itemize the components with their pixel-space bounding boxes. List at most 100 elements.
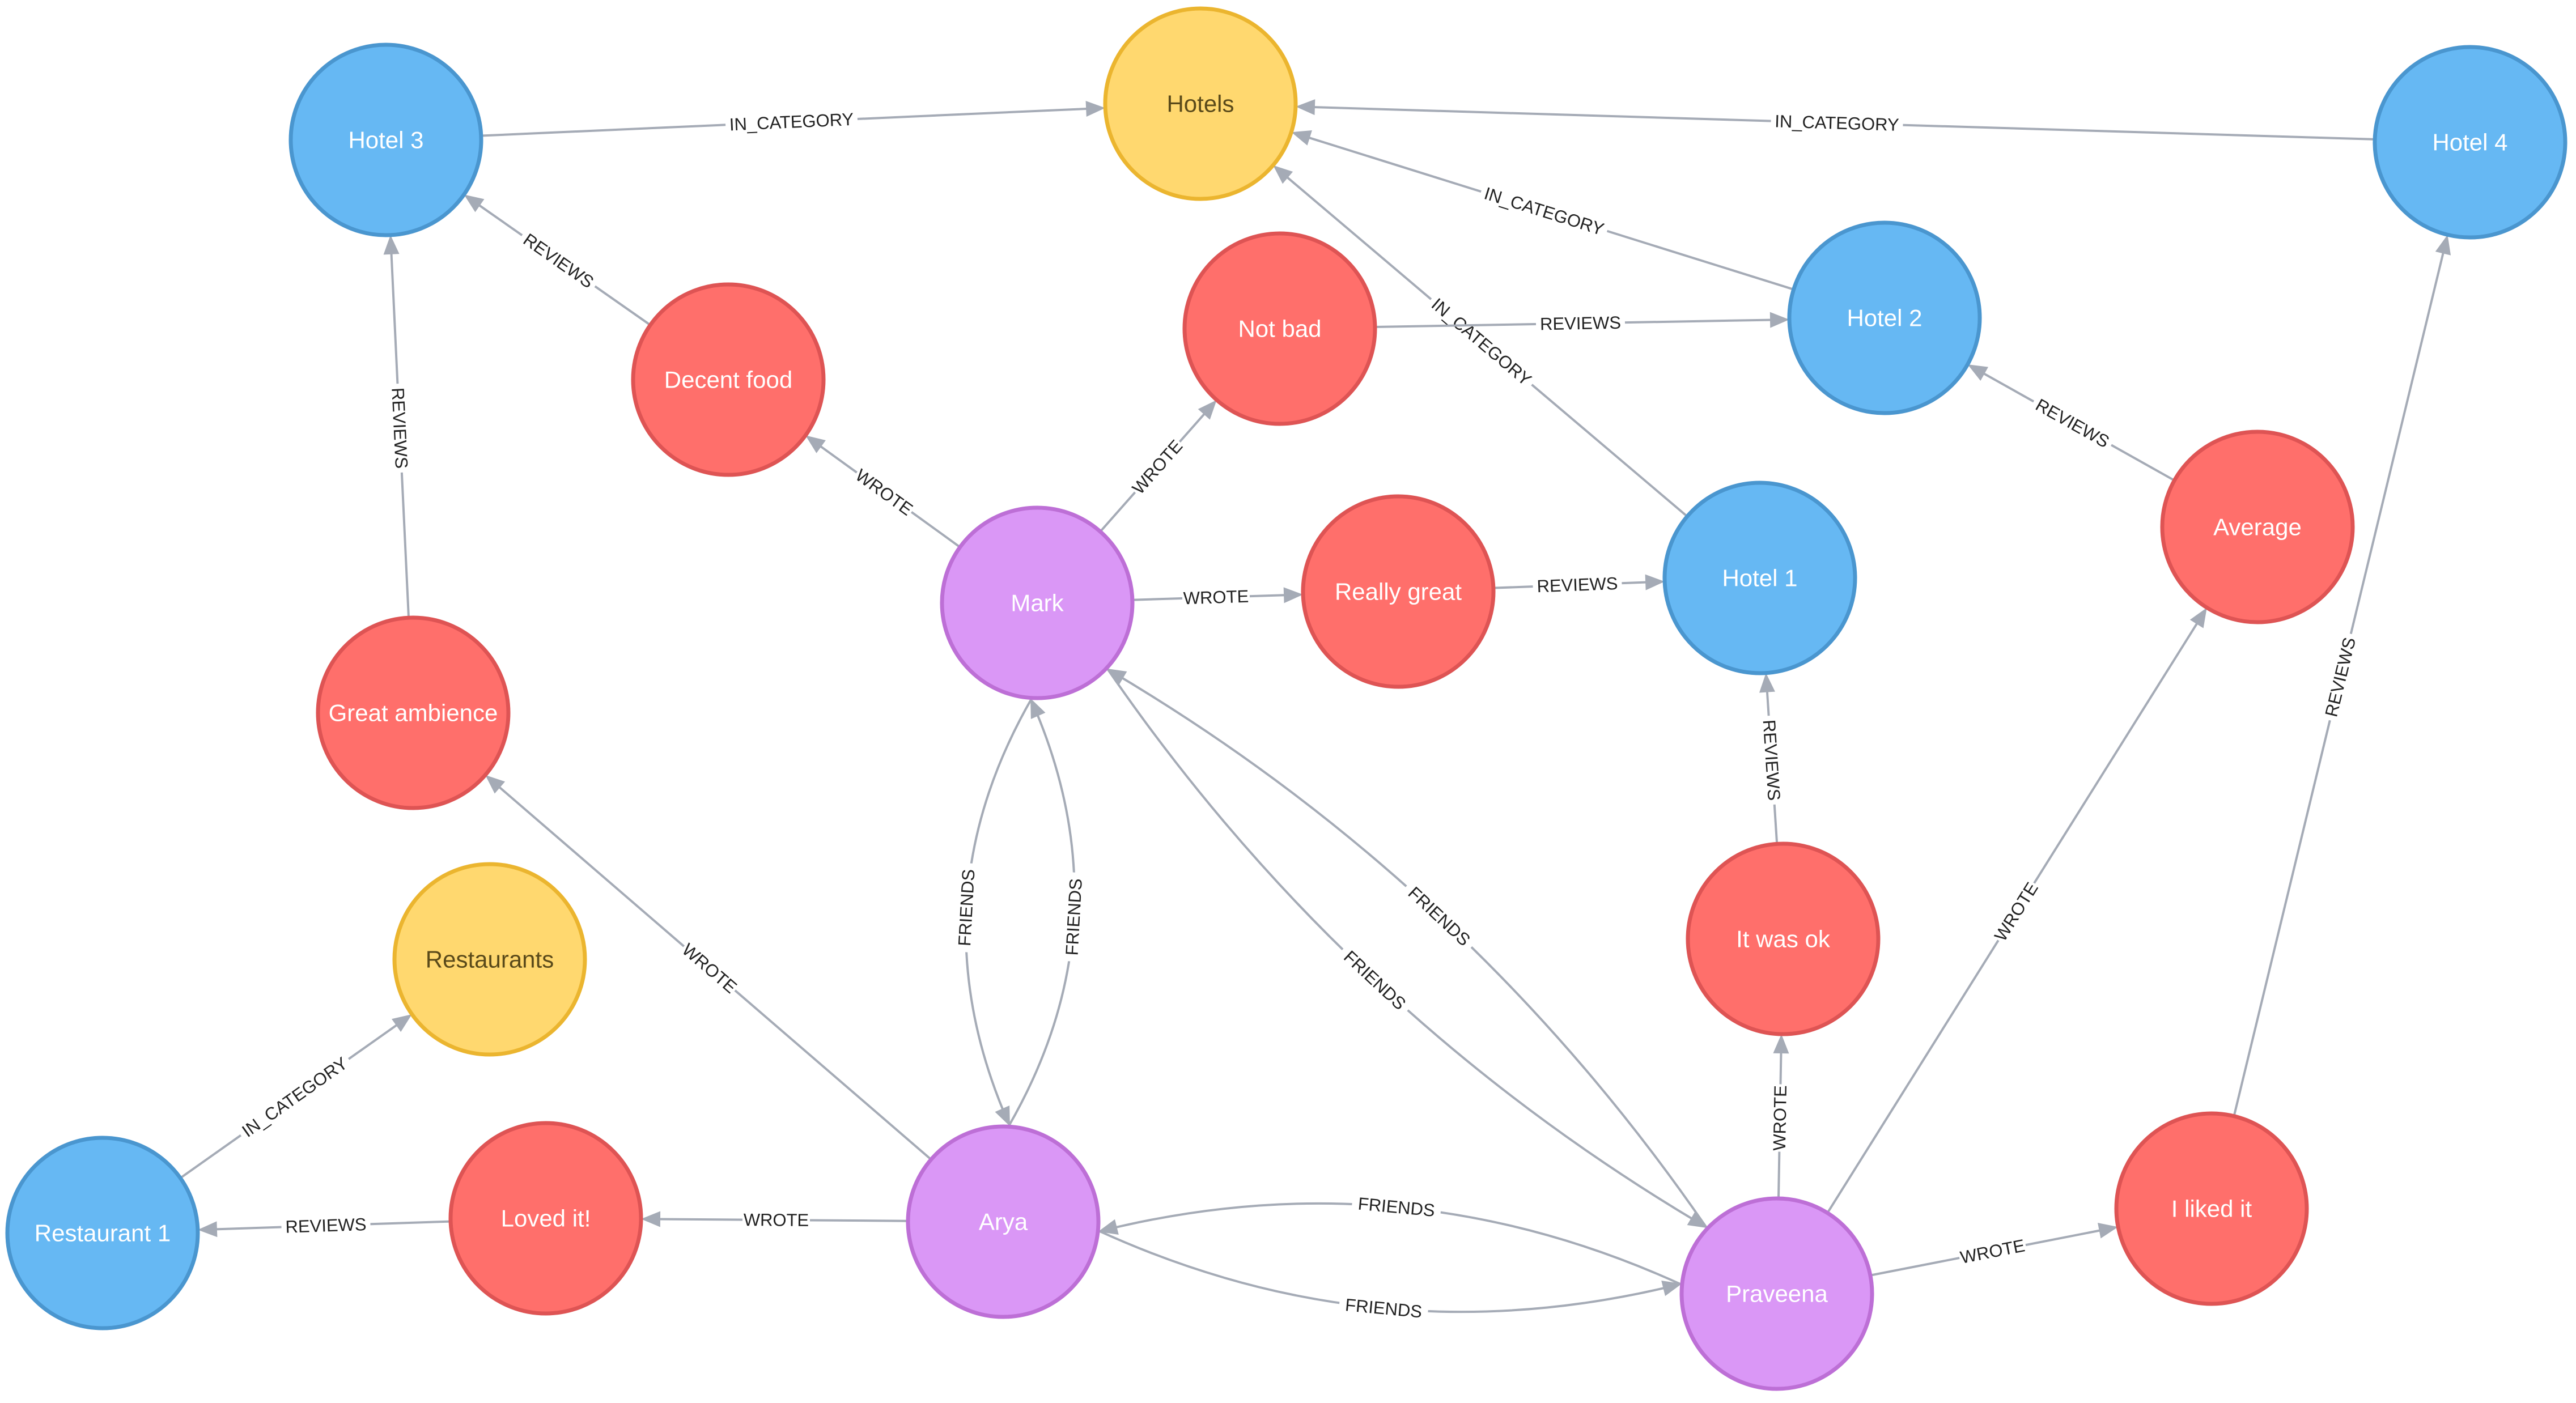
place-node-icon	[1787, 220, 1982, 415]
edge-label-group: FRIENDS	[1398, 877, 1480, 956]
edge-mark-to-reallygreat[interactable]: WROTE	[1132, 584, 1304, 610]
node-hotel2[interactable]: Hotel 2	[1787, 220, 1982, 415]
edge-label-bg	[1423, 290, 1540, 394]
edge-mark-to-praveena[interactable]: FRIENDS	[1106, 667, 1708, 1228]
edge-label-bg	[676, 937, 743, 1000]
edge-reallygreat-to-hotel1[interactable]: REVIEWS	[1493, 571, 1665, 599]
edge-praveena-to-mark[interactable]: FRIENDS	[1106, 668, 1708, 1230]
edge-label-group: FRIENDS	[1351, 1191, 1442, 1223]
edge-label: REVIEWS	[1540, 313, 1622, 334]
node-label: Not bad	[1238, 316, 1321, 342]
edge-mark-to-decentfood[interactable]: WROTE	[805, 435, 961, 549]
edge-label: WROTE	[1991, 879, 2042, 945]
place-node-icon	[288, 42, 483, 237]
node-mark[interactable]: Mark	[940, 505, 1135, 700]
arrow-head-icon	[2098, 1223, 2119, 1239]
place-node-icon	[2373, 45, 2567, 240]
edge-label-group: REVIEWS	[281, 1212, 371, 1239]
node-label: Praveena	[1726, 1281, 1828, 1307]
edge-label-group: IN_CATEGORY	[234, 1049, 356, 1145]
arrow-head-icon	[1106, 668, 1127, 686]
edge-hotel2-to-hotels[interactable]: IN_CATEGORY	[1291, 130, 1794, 291]
node-hotel1[interactable]: Hotel 1	[1662, 481, 1857, 675]
node-average[interactable]: Average	[2160, 430, 2355, 624]
edge-hotel4-to-hotels[interactable]: IN_CATEGORY	[1295, 99, 2375, 141]
edge-praveena-to-average[interactable]: WROTE	[1826, 607, 2207, 1214]
node-lovedit[interactable]: Loved it!	[448, 1121, 643, 1316]
node-decentfood[interactable]: Decent food	[631, 282, 826, 477]
node-reallygreat[interactable]: Really great	[1301, 494, 1496, 689]
edge-label-group: REVIEWS	[385, 383, 414, 473]
edge-label-bg	[1477, 180, 1611, 243]
edge-label-bg	[1988, 877, 2044, 947]
edge-label: FRIENDS	[954, 869, 978, 947]
node-label: Great ambience	[329, 700, 498, 726]
arrow-head-icon	[1773, 1034, 1789, 1054]
edge-label-group: WROTE	[1126, 433, 1189, 500]
edge-itwasok-to-hotel1[interactable]: REVIEWS	[1756, 673, 1786, 844]
edge-label-group: REVIEWS	[1756, 715, 1786, 806]
arrow-head-icon	[1967, 364, 1989, 381]
arrow-head-icon	[1645, 574, 1665, 590]
edge-arya-to-lovedit[interactable]: WROTE	[640, 1208, 909, 1232]
edge-label-group: WROTE	[850, 462, 919, 522]
edge-notbad-to-hotel2[interactable]: REVIEWS	[1374, 311, 1790, 336]
review-node-icon	[1301, 494, 1496, 689]
node-greatambience[interactable]: Great ambience	[316, 615, 511, 810]
edge-praveena-to-arya[interactable]: FRIENDS	[1098, 1191, 1683, 1286]
arrow-head-icon	[1769, 312, 1790, 328]
node-restaurants[interactable]: Restaurants	[392, 862, 587, 1057]
node-label: Hotel 1	[1722, 565, 1797, 592]
edge-label: FRIENDS	[1344, 1295, 1423, 1321]
edge-label-bg	[234, 1049, 356, 1145]
arrow-head-icon	[640, 1211, 661, 1227]
arrow-head-icon	[1098, 1219, 1119, 1235]
edge-praveena-to-ilikedit[interactable]: WROTE	[1870, 1223, 2119, 1277]
node-hotel3[interactable]: Hotel 3	[288, 42, 483, 237]
edge-arya-to-mark[interactable]: FRIENDS	[1007, 698, 1088, 1128]
edge-label-bg	[2318, 631, 2363, 724]
arrow-head-icon	[391, 1014, 412, 1032]
edge-label-bg	[515, 225, 602, 296]
edge-mark-to-notbad[interactable]: WROTE	[1099, 399, 1217, 533]
edge-label-bg	[1182, 584, 1250, 610]
node-restaurant1[interactable]: Restaurant 1	[5, 1136, 200, 1330]
edge-label-bg	[1126, 433, 1189, 500]
edge-label-group: WROTE	[1767, 1084, 1793, 1152]
node-itwasok[interactable]: It was ok	[1686, 841, 1881, 1036]
node-notbad[interactable]: Not bad	[1182, 231, 1377, 426]
edge-label-group: IN_CATEGORY	[725, 107, 858, 137]
edge-greatambience-to-hotel3[interactable]: REVIEWS	[383, 235, 414, 618]
edge-arya-to-praveena[interactable]: FRIENDS	[1097, 1229, 1682, 1325]
node-arya[interactable]: Arya	[906, 1124, 1101, 1319]
edge-praveena-to-itwasok[interactable]: WROTE	[1767, 1034, 1793, 1199]
node-hotels[interactable]: Hotels	[1103, 6, 1298, 201]
edge-ilikedit-to-hotel4[interactable]: REVIEWS	[2233, 235, 2451, 1117]
edge-lovedit-to-restaurant1[interactable]: REVIEWS	[197, 1212, 451, 1239]
edge-label-bg	[1334, 941, 1416, 1019]
node-label: Really great	[1335, 579, 1462, 605]
node-praveena[interactable]: Praveena	[1679, 1196, 1874, 1391]
arrow-head-icon	[1273, 165, 1293, 184]
edge-label-bg	[1398, 877, 1480, 956]
node-ilikedit[interactable]: I liked it	[2114, 1111, 2309, 1306]
edge-label: REVIEWS	[1537, 573, 1618, 596]
edge-label-group: FRIENDS	[952, 862, 981, 953]
edge-label: IN_CATEGORY	[238, 1053, 351, 1141]
edge-line	[1106, 667, 1705, 1227]
node-label: Mark	[1011, 590, 1064, 617]
arrow-head-icon	[2435, 235, 2451, 256]
edge-label: FRIENDS	[1357, 1193, 1436, 1220]
node-label: Loved it!	[501, 1205, 591, 1232]
edge-decentfood-to-hotel3[interactable]: REVIEWS	[464, 194, 651, 326]
edge-average-to-hotel2[interactable]: REVIEWS	[1967, 364, 2175, 482]
edge-restaurant1-to-restaurants[interactable]: IN_CATEGORY	[180, 1014, 412, 1179]
edge-mark-to-arya[interactable]: FRIENDS	[952, 697, 1033, 1126]
edge-label-group: WROTE	[1182, 584, 1250, 610]
arrow-head-icon	[1283, 587, 1304, 603]
edge-hotel3-to-hotels[interactable]: IN_CATEGORY	[481, 101, 1106, 137]
edge-label: IN_CATEGORY	[1482, 183, 1606, 239]
edge-label-group: WROTE	[676, 937, 743, 1000]
edge-label-group: REVIEWS	[2318, 631, 2363, 724]
node-hotel4[interactable]: Hotel 4	[2373, 45, 2567, 240]
